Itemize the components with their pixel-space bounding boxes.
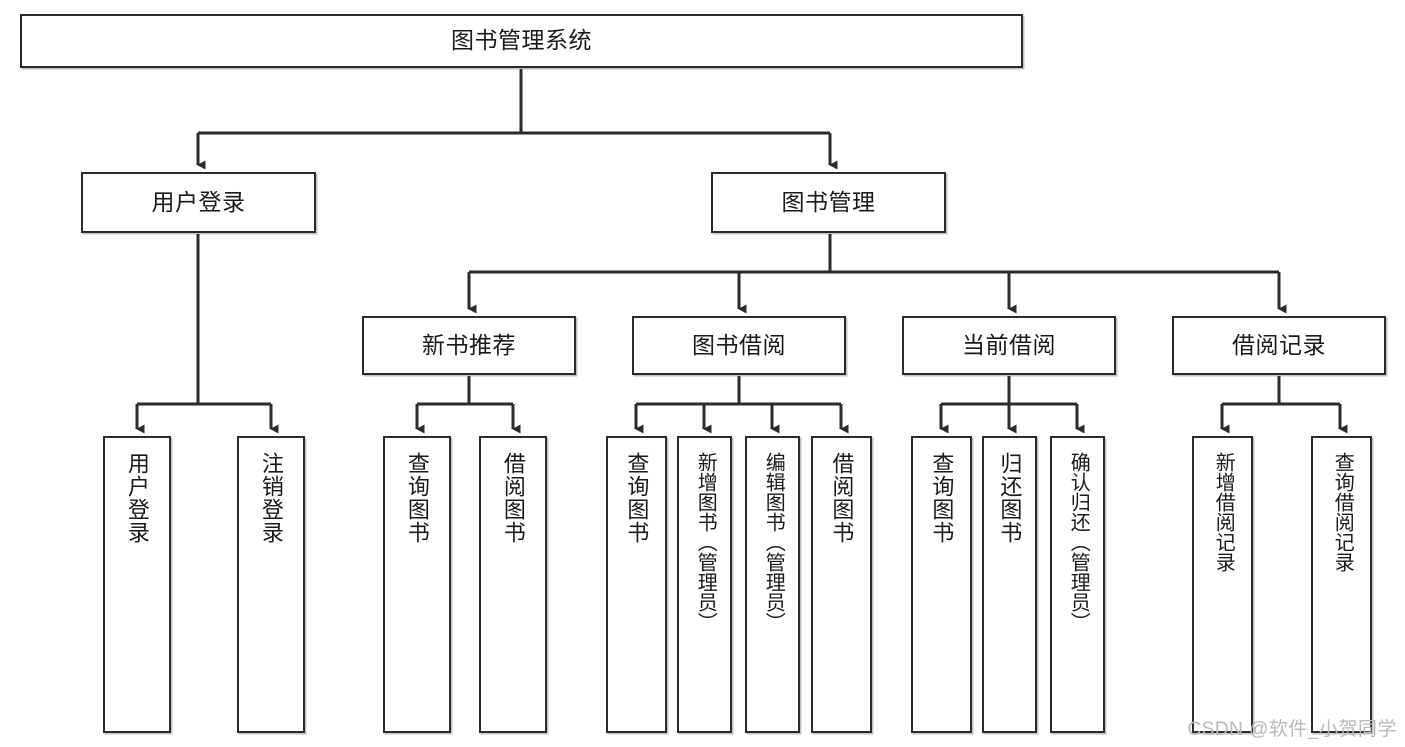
node-leaf-query-book-3[interactable]: 查询图书	[911, 436, 972, 733]
node-label: 编辑图书（管理员）	[762, 452, 785, 632]
node-label: 用户登录	[151, 188, 246, 215]
node-label: 图书借阅	[692, 331, 786, 358]
watermark-text: CSDN @软件_小贺同学	[1187, 719, 1397, 740]
node-new-book-recommend[interactable]: 新书推荐	[362, 316, 576, 375]
node-current-borrow[interactable]: 当前借阅	[902, 316, 1116, 375]
node-label: 新增借阅记录	[1212, 452, 1235, 572]
node-book-management[interactable]: 图书管理	[711, 172, 946, 233]
node-leaf-borrow-book-1[interactable]: 借阅图书	[479, 436, 547, 733]
node-leaf-query-book-1[interactable]: 查询图书	[383, 436, 451, 733]
node-leaf-add-book[interactable]: 新增图书（管理员）	[677, 436, 732, 733]
node-label: 查询图书	[624, 452, 650, 544]
node-book-borrow[interactable]: 图书借阅	[632, 316, 846, 375]
node-leaf-add-record[interactable]: 新增借阅记录	[1192, 436, 1253, 733]
node-label: 归还图书	[997, 452, 1023, 544]
node-label: 借阅记录	[1232, 331, 1326, 358]
node-label: 当前借阅	[962, 331, 1056, 358]
node-label: 确认归还（管理员）	[1067, 452, 1090, 632]
node-label: 图书管理	[781, 188, 876, 215]
node-label: 借阅图书	[829, 452, 855, 544]
node-root-system[interactable]: 图书管理系统	[20, 14, 1023, 68]
node-leaf-borrow-book-2[interactable]: 借阅图书	[811, 436, 872, 733]
node-label: 新书推荐	[422, 331, 516, 358]
node-leaf-edit-book[interactable]: 编辑图书（管理员）	[745, 436, 800, 733]
node-leaf-confirm-return[interactable]: 确认归还（管理员）	[1050, 436, 1105, 733]
node-borrow-record[interactable]: 借阅记录	[1172, 316, 1386, 375]
node-leaf-return-book[interactable]: 归还图书	[982, 436, 1037, 733]
node-label: 查询借阅记录	[1331, 452, 1354, 572]
node-label: 新增图书（管理员）	[694, 452, 717, 632]
node-user-login[interactable]: 用户登录	[81, 172, 316, 233]
node-leaf-query-book-2[interactable]: 查询图书	[606, 436, 667, 733]
node-leaf-query-record[interactable]: 查询借阅记录	[1311, 436, 1372, 733]
node-leaf-logout-login[interactable]: 注销登录	[237, 436, 305, 733]
node-label: 查询图书	[929, 452, 955, 544]
node-leaf-user-login[interactable]: 用户登录	[103, 436, 171, 733]
node-label: 查询图书	[404, 452, 430, 544]
node-label: 图书管理系统	[451, 27, 592, 54]
node-label: 注销登录	[258, 452, 284, 544]
node-label: 借阅图书	[500, 452, 526, 544]
node-label: 用户登录	[124, 452, 150, 544]
